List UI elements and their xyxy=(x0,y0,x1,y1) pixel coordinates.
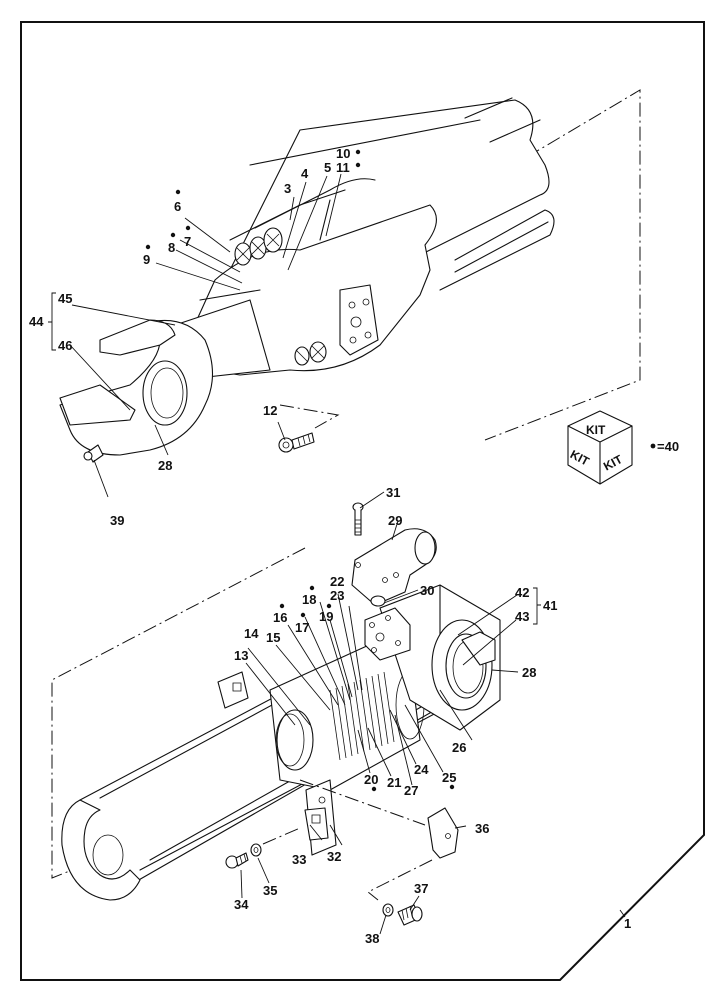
callout-44: 44 xyxy=(29,314,44,329)
piston-rod-assembly xyxy=(59,89,641,463)
callout-12: 12 xyxy=(263,403,277,418)
washer-35 xyxy=(250,843,262,857)
bolt-37 xyxy=(397,904,423,926)
callout-5: 5 xyxy=(324,160,331,175)
callout-27: 27 xyxy=(404,783,418,798)
drawing-frame xyxy=(20,21,705,981)
callout-36: 36 xyxy=(475,821,489,836)
thread-section xyxy=(329,671,395,761)
leader-lines xyxy=(48,173,626,935)
callout-38: 38 xyxy=(365,931,379,946)
callout-29: 29 xyxy=(388,513,402,528)
callout-assembly-1: 1 xyxy=(624,916,631,931)
kit-bullet-icon xyxy=(650,443,656,449)
callout-10: 10 xyxy=(336,146,350,161)
callout-39: 39 xyxy=(110,513,124,528)
callout-23: 23 xyxy=(330,588,344,603)
callout-6: 6 xyxy=(174,199,181,214)
callout-37: 37 xyxy=(414,881,428,896)
callout-42: 42 xyxy=(515,585,529,600)
callout-32: 32 xyxy=(327,849,341,864)
kit-legend-text: =40 xyxy=(657,439,679,454)
callout-22: 22 xyxy=(330,574,344,589)
callout-41: 41 xyxy=(543,598,557,613)
callout-35: 35 xyxy=(263,883,277,898)
callout-19: 19 xyxy=(319,609,333,624)
callout-11: 11 xyxy=(336,160,350,175)
callout-26: 26 xyxy=(452,740,466,755)
kit-legend: KIT KIT KIT =40 xyxy=(567,410,679,485)
callout-13: 13 xyxy=(234,648,248,663)
callout-45: 45 xyxy=(58,291,72,306)
callout-20: 20 xyxy=(364,772,378,787)
callout-16: 16 xyxy=(273,610,287,625)
callout-7: 7 xyxy=(184,234,191,249)
washer-38 xyxy=(382,903,394,917)
callout-labels: 3 4 5 6 7 8 9 10 11 12 13 14 15 16 17 18… xyxy=(29,146,631,946)
callout-34: 34 xyxy=(234,897,249,912)
callout-8: 8 xyxy=(168,240,175,255)
callout-15: 15 xyxy=(266,630,280,645)
callout-24: 24 xyxy=(414,762,429,777)
callout-14: 14 xyxy=(244,626,259,641)
grease-nipple-39 xyxy=(83,444,104,463)
callout-21: 21 xyxy=(387,775,401,790)
callout-43: 43 xyxy=(515,609,529,624)
flange-29 xyxy=(351,528,437,606)
o-ring-30 xyxy=(370,595,386,607)
kit-face-top: KIT xyxy=(586,423,606,437)
callout-3: 3 xyxy=(284,181,291,196)
callout-31: 31 xyxy=(386,485,400,500)
bolt-31 xyxy=(352,502,364,536)
bolt-34 xyxy=(225,852,249,869)
callout-18: 18 xyxy=(302,592,316,607)
callout-25: 25 xyxy=(442,770,456,785)
callout-28-upper: 28 xyxy=(158,458,172,473)
bracket-36 xyxy=(299,779,459,901)
callout-33: 33 xyxy=(292,852,306,867)
callout-28-lower: 28 xyxy=(522,665,536,680)
bolt-12 xyxy=(278,404,340,453)
callout-30: 30 xyxy=(420,583,434,598)
callout-17: 17 xyxy=(295,620,309,635)
callout-46: 46 xyxy=(58,338,72,353)
cylinder-tube-assembly xyxy=(51,502,501,926)
callout-9: 9 xyxy=(143,252,150,267)
callout-4: 4 xyxy=(301,166,309,181)
